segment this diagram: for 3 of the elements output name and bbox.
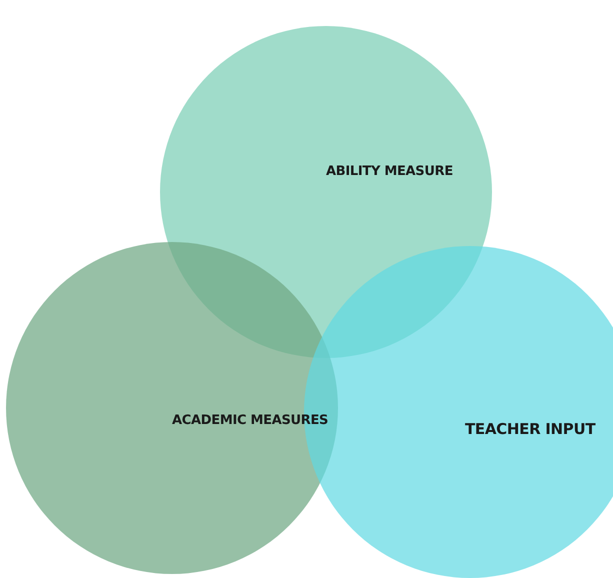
circle-label: TEACHER INPUT bbox=[465, 420, 596, 438]
circle-label: ABILITY MEASURE bbox=[326, 164, 453, 179]
circle-label: ACADEMIC MEASURES bbox=[172, 413, 328, 428]
